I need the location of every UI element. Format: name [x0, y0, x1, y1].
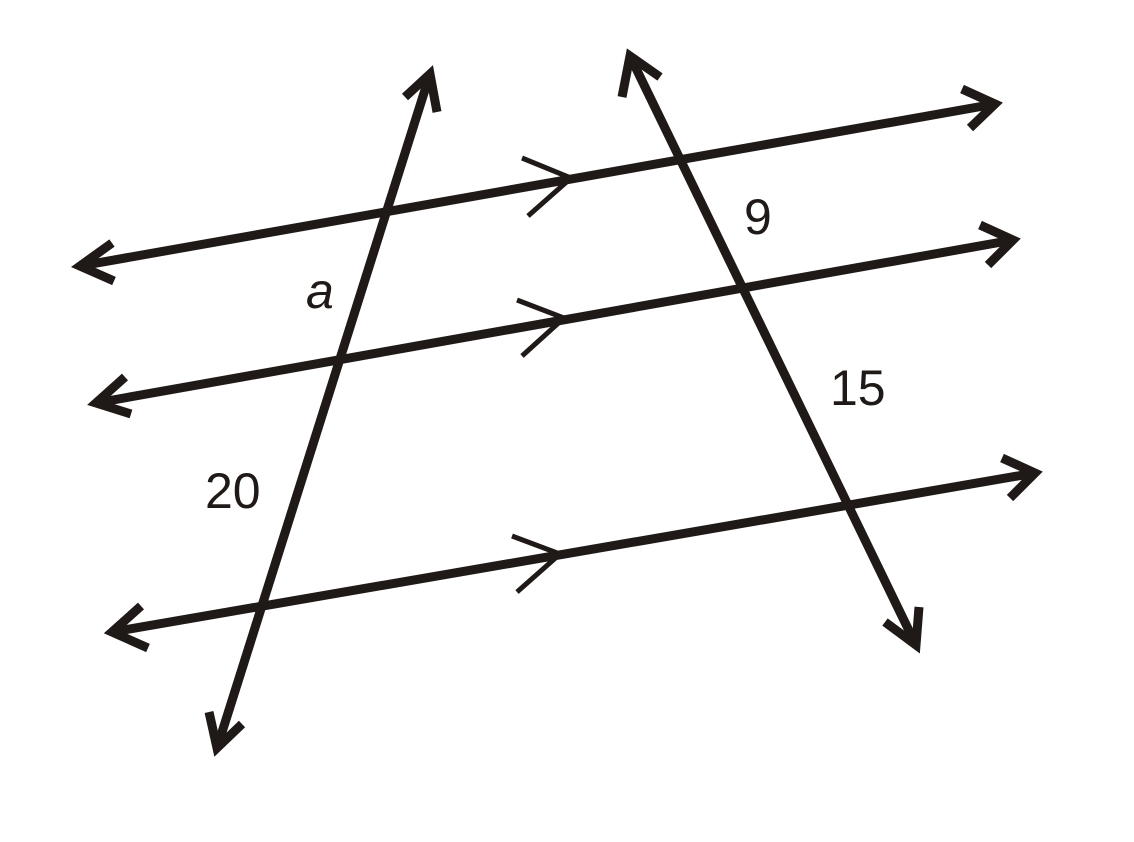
parallel-line-middle	[87, 220, 1021, 419]
parallel-mark-icon	[521, 155, 576, 218]
arrowhead-left-icon	[103, 602, 150, 653]
transversal-left	[204, 65, 442, 757]
arrowhead-right-icon	[1000, 453, 1043, 502]
segment-label-a: a	[306, 263, 334, 319]
segment-label-9: 9	[744, 189, 772, 245]
arrowhead-right-icon	[978, 220, 1021, 269]
arrowhead-down-icon	[204, 711, 246, 757]
arrowhead-up-icon	[401, 65, 442, 113]
segment-label-20: 20	[205, 463, 261, 519]
arrowhead-left-icon	[87, 373, 133, 419]
transversal-right	[617, 48, 924, 654]
arrowhead-right-icon	[960, 84, 1003, 132]
segment-label-15: 15	[830, 360, 886, 416]
arrowhead-left-icon	[70, 239, 116, 286]
parallel-mark-icon	[511, 533, 565, 594]
arrowhead-up-icon	[617, 48, 663, 98]
arrowhead-down-icon	[882, 606, 924, 654]
parallel-mark-icon	[516, 297, 569, 358]
parallel-line-top	[70, 84, 1003, 286]
